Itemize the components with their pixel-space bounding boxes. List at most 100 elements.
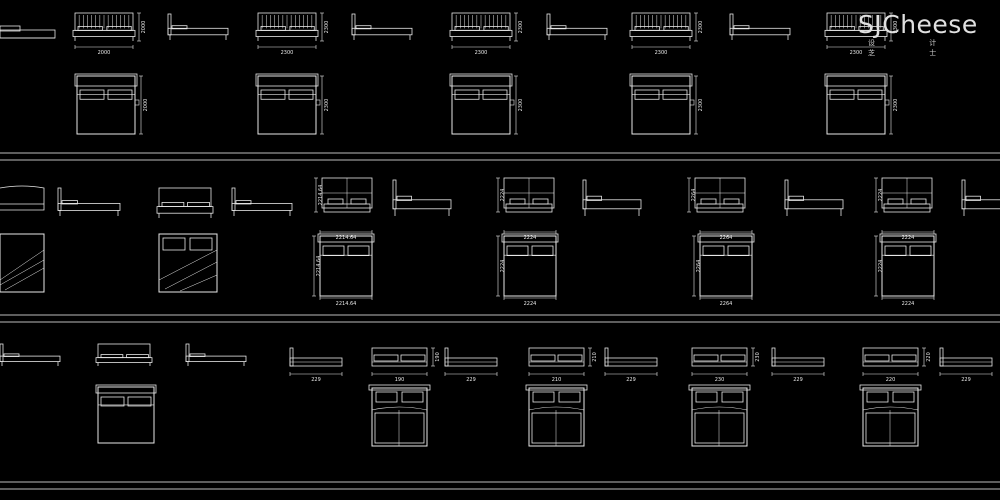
dimension-label: 2224 (524, 301, 537, 307)
bed-side-elevation (939, 347, 993, 367)
dimension-label: 220 (926, 352, 932, 362)
bed-side-elevation (289, 347, 343, 367)
dimension-label: 210 (552, 377, 562, 383)
dimension-label: 2224 (500, 189, 506, 202)
dimension-label: 2300 (324, 21, 330, 34)
dimension-label: 2224 (500, 260, 506, 273)
dimension-label: 2214.64 (318, 185, 324, 206)
dimension-label: 2264 (720, 235, 733, 241)
dimension-label: 2300 (698, 99, 704, 112)
bed-front-elevation (95, 343, 153, 366)
dimension-label: 190 (395, 377, 405, 383)
dimension-label: 2300 (893, 21, 899, 34)
bed-side-elevation (546, 13, 608, 40)
bed-front-elevation (371, 347, 428, 367)
bed-side-elevation (57, 187, 121, 216)
section-divider-lines (0, 152, 1000, 490)
bed-front-elevation (255, 12, 319, 41)
bed-partial-elevation (0, 185, 45, 211)
dimension-label: 190 (435, 352, 441, 362)
dimension-label: 230 (715, 377, 725, 383)
bed-front-elevation (862, 347, 919, 367)
bed-side-elevation (582, 179, 642, 216)
bed-side-elevation (231, 187, 293, 216)
bed-front-elevation (824, 12, 888, 41)
bed-front-elevation (156, 187, 214, 218)
bed-plan-view (501, 233, 559, 297)
dimension-label: 2000 (98, 50, 111, 56)
nightstand-marker (315, 99, 321, 106)
dimension-label: 2300 (850, 50, 863, 56)
bed-side-elevation (167, 13, 229, 40)
dimension-label: 2300 (518, 99, 524, 112)
dimension-label: 2224 (878, 260, 884, 273)
bed-plan-view (859, 384, 922, 447)
bed-side-elevation (604, 347, 658, 367)
dimension-label: 2300 (655, 50, 668, 56)
bed-plan-view (95, 384, 157, 444)
dimension-label: 229 (626, 377, 636, 383)
bed-plan-view (824, 73, 888, 135)
dimension-label: 2300 (518, 21, 524, 34)
watermark-logo: SJCheese 设 计 芝 士 (858, 8, 998, 57)
bed-plan-view (368, 384, 431, 447)
dimension-label: 229 (466, 377, 476, 383)
dimension-label: 2214.64 (336, 235, 357, 241)
dimension-label: 2264 (696, 260, 702, 273)
bed-side-elevation (0, 343, 61, 366)
dimension-label: 220 (886, 377, 896, 383)
bed-side-elevation (771, 347, 825, 367)
dimension-label: 2224 (878, 189, 884, 202)
bed-side-elevation (784, 179, 844, 216)
nightstand-marker (689, 99, 695, 106)
watermark-text: SJCheese (858, 10, 978, 39)
bed-front-elevation (528, 347, 585, 367)
dimension-label: 2264 (720, 301, 733, 307)
bed-plan-view (879, 233, 937, 297)
bed-front-elevation (321, 177, 373, 213)
bed-plan-view-bedding (158, 233, 218, 293)
dimension-label: 2264 (691, 189, 697, 202)
bed-side-elevation (444, 347, 498, 367)
bed-elevations-row-1: 2000 2000 2000 2300 2300 2300 2300 2300 2300 2300… (0, 12, 899, 135)
bed-front-elevation (629, 12, 693, 41)
bed-front-elevation (691, 347, 748, 367)
nightstand-marker (509, 99, 515, 106)
dimension-label: 2214.64 (316, 256, 322, 277)
dimension-label: 2300 (698, 21, 704, 34)
dimension-label: 2000 (141, 21, 147, 34)
nightstand-marker (884, 99, 890, 106)
bed-front-elevation (881, 177, 933, 213)
bed-side-elevation (185, 343, 247, 366)
dimension-label: 2000 (143, 99, 149, 112)
bed-front-elevation (694, 177, 746, 213)
dimension-label: 229 (311, 377, 321, 383)
dimension-label: 230 (755, 352, 761, 362)
bed-plan-view (525, 384, 588, 447)
bed-side-elevation (351, 13, 413, 40)
dimension-label: 210 (592, 352, 598, 362)
bed-elevations-row-2: 2214.64 2214.64 2214.64 2214.64 2224 2224 2224… (0, 177, 1000, 307)
dimension-label: 2300 (475, 50, 488, 56)
dimension-label: 2300 (324, 99, 330, 112)
dimension-label: 2214.64 (336, 301, 357, 307)
dimension-label: 229 (961, 377, 971, 383)
dimension-label: 2224 (524, 235, 537, 241)
nightstand-marker (134, 99, 140, 106)
dimension-label: 2300 (893, 99, 899, 112)
bed-side-elevation (961, 179, 1000, 216)
dimension-label: 2300 (281, 50, 294, 56)
bed-plan-view (74, 73, 138, 135)
bed-plan-view (697, 233, 755, 297)
dimension-label: 2224 (902, 235, 915, 241)
bed-side-elevation (729, 13, 791, 40)
bed-front-elevation (503, 177, 555, 213)
dimension-label: 229 (793, 377, 803, 383)
bed-side-elevation (392, 179, 452, 216)
bed-partial-elevation (0, 25, 56, 39)
bed-front-elevation (449, 12, 513, 41)
bed-plan-view-bedding (0, 233, 45, 293)
dimension-label: 2224 (902, 301, 915, 307)
bed-elevations-row-3: 229 229 229 229 229 190 190 210 210 230 230 220 220 (0, 343, 993, 447)
bed-front-elevation (72, 12, 136, 41)
